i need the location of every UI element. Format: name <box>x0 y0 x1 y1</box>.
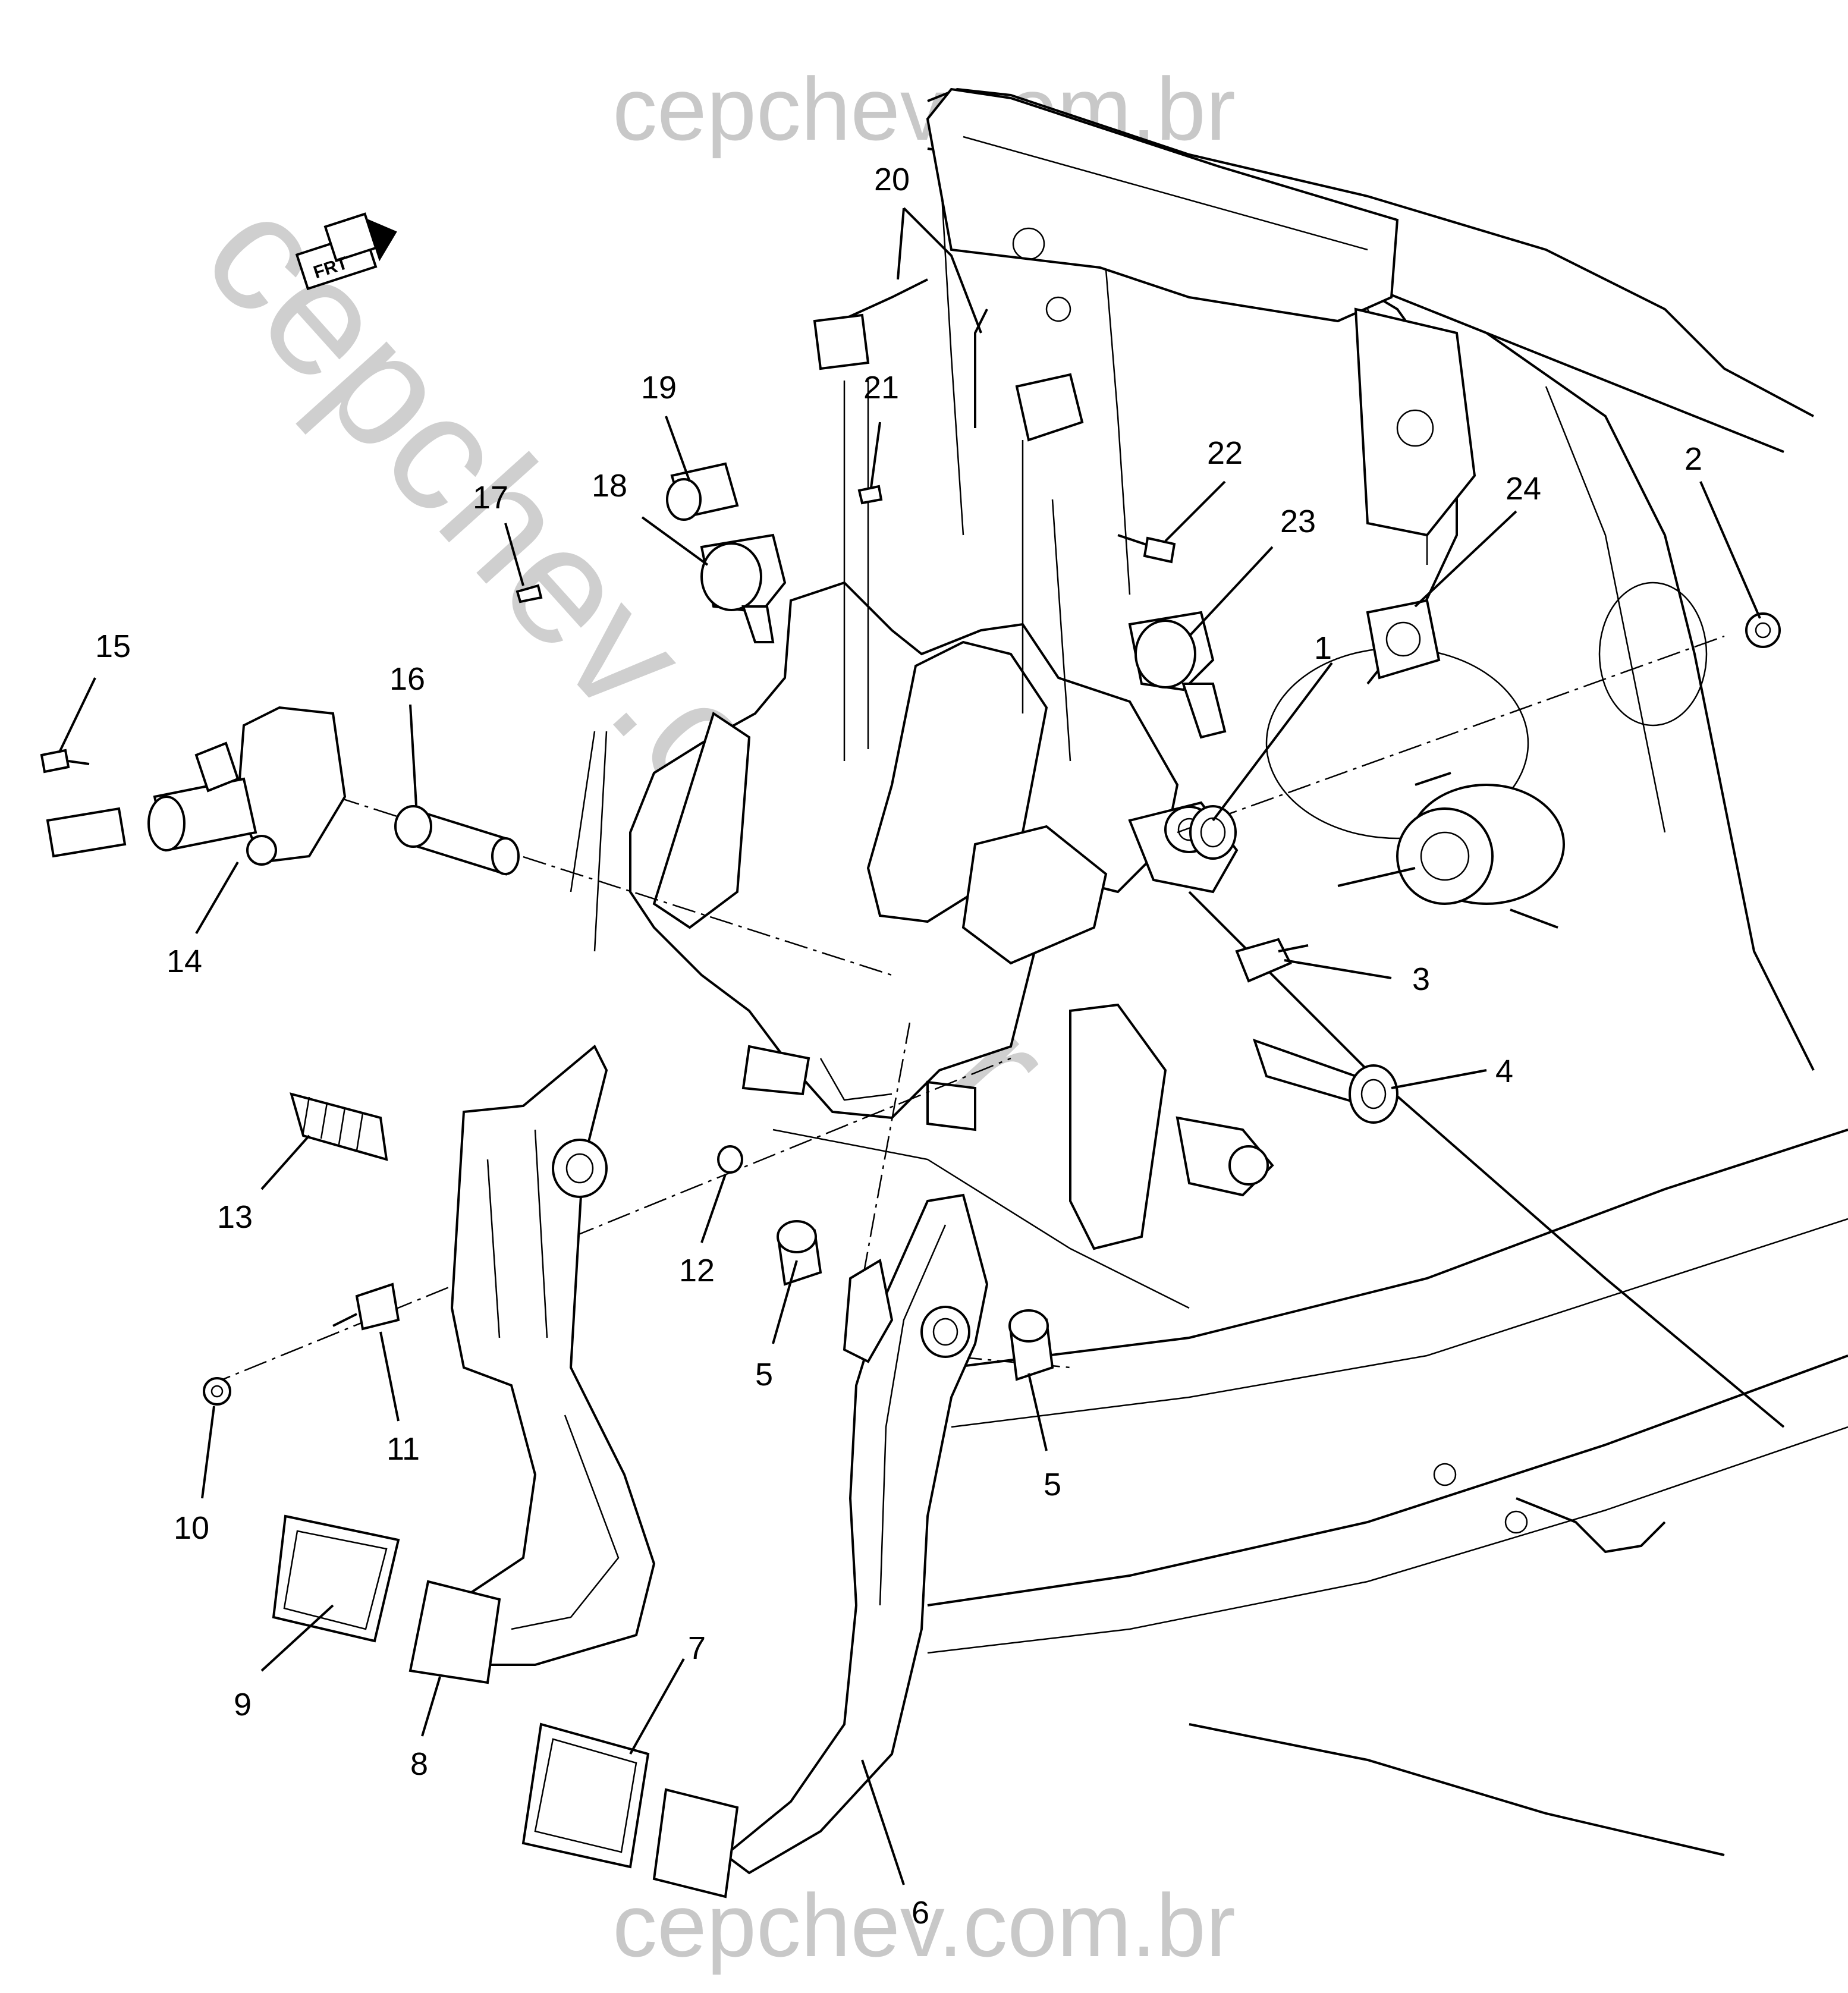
part-13-spring <box>290 1092 388 1161</box>
callout-11: 11 <box>386 1431 420 1467</box>
callout-14: 14 <box>166 944 202 979</box>
callout-23: 23 <box>1280 504 1316 539</box>
callout-20: 20 <box>874 162 910 197</box>
part-19-switch <box>666 462 739 521</box>
callout-15: 15 <box>95 628 131 664</box>
pedal-bracket <box>629 581 1274 1250</box>
callout-21: 21 <box>863 370 899 405</box>
part-11-stud <box>332 1282 400 1331</box>
part-18-sensor <box>700 533 787 643</box>
callout-6: 6 <box>912 1895 929 1931</box>
callout-5-left: 5 <box>755 1357 773 1392</box>
frt-indicator: FRT <box>295 212 397 291</box>
part-7-brake-pedal-pad <box>521 1722 650 1869</box>
forward-arrow-icon <box>365 218 397 262</box>
part-3-bolt <box>1235 938 1309 983</box>
part-2-nut <box>1745 612 1781 648</box>
callout-13: 13 <box>217 1199 253 1235</box>
callout-4: 4 <box>1495 1054 1513 1089</box>
part-10-nut <box>203 1377 231 1406</box>
callout-17: 17 <box>473 480 508 515</box>
clutch-pedal-arm <box>450 1044 656 1666</box>
part-14-clutch-master-cylinder <box>46 706 347 866</box>
part-6-brake-pedal-arm <box>723 1193 989 1875</box>
callout-24: 24 <box>1506 471 1541 507</box>
firewall-panel <box>926 87 1476 537</box>
part-12-washer <box>717 1145 743 1174</box>
callout-7: 7 <box>688 1630 706 1666</box>
part-20-harness <box>813 278 1084 442</box>
callout-leaders <box>58 207 1761 1885</box>
callout-18: 18 <box>592 468 627 504</box>
part-16-sleeve <box>394 805 520 876</box>
brake-pad-bracket <box>652 1788 739 1898</box>
callout-3: 3 <box>1412 961 1430 997</box>
part-5-bushing-left <box>777 1220 822 1286</box>
callout-12: 12 <box>679 1253 715 1288</box>
callout-22: 22 <box>1207 435 1243 471</box>
part-24-clip <box>1366 599 1441 680</box>
part-17-screw <box>516 584 543 603</box>
callout-9: 9 <box>234 1687 252 1722</box>
callout-8: 8 <box>410 1746 428 1782</box>
callout-labels: 1 2 3 4 5 5 6 7 8 9 10 11 12 13 14 15 16… <box>95 162 1702 1931</box>
part-9-clutch-pedal-pad <box>272 1514 400 1643</box>
callout-10: 10 <box>174 1510 209 1546</box>
part-1-bushing <box>1189 805 1237 860</box>
part-5-bushing-right <box>1008 1309 1054 1381</box>
part-15-bolt <box>40 749 90 774</box>
callout-2: 2 <box>1684 441 1702 477</box>
callout-5-right: 5 <box>1044 1467 1061 1502</box>
callout-1: 1 <box>1314 630 1332 666</box>
callout-19: 19 <box>641 370 677 405</box>
part-23-sensor <box>1128 611 1227 739</box>
part-8-clutch-pad-bracket <box>408 1580 501 1684</box>
part-4-pivot-sleeve <box>1252 1038 1398 1124</box>
part-21-screw <box>857 485 883 505</box>
assembly-centerlines <box>208 381 1725 1387</box>
part-22-bolt <box>1117 534 1176 564</box>
brake-booster-unit <box>1337 772 1565 929</box>
callout-16: 16 <box>389 661 425 697</box>
